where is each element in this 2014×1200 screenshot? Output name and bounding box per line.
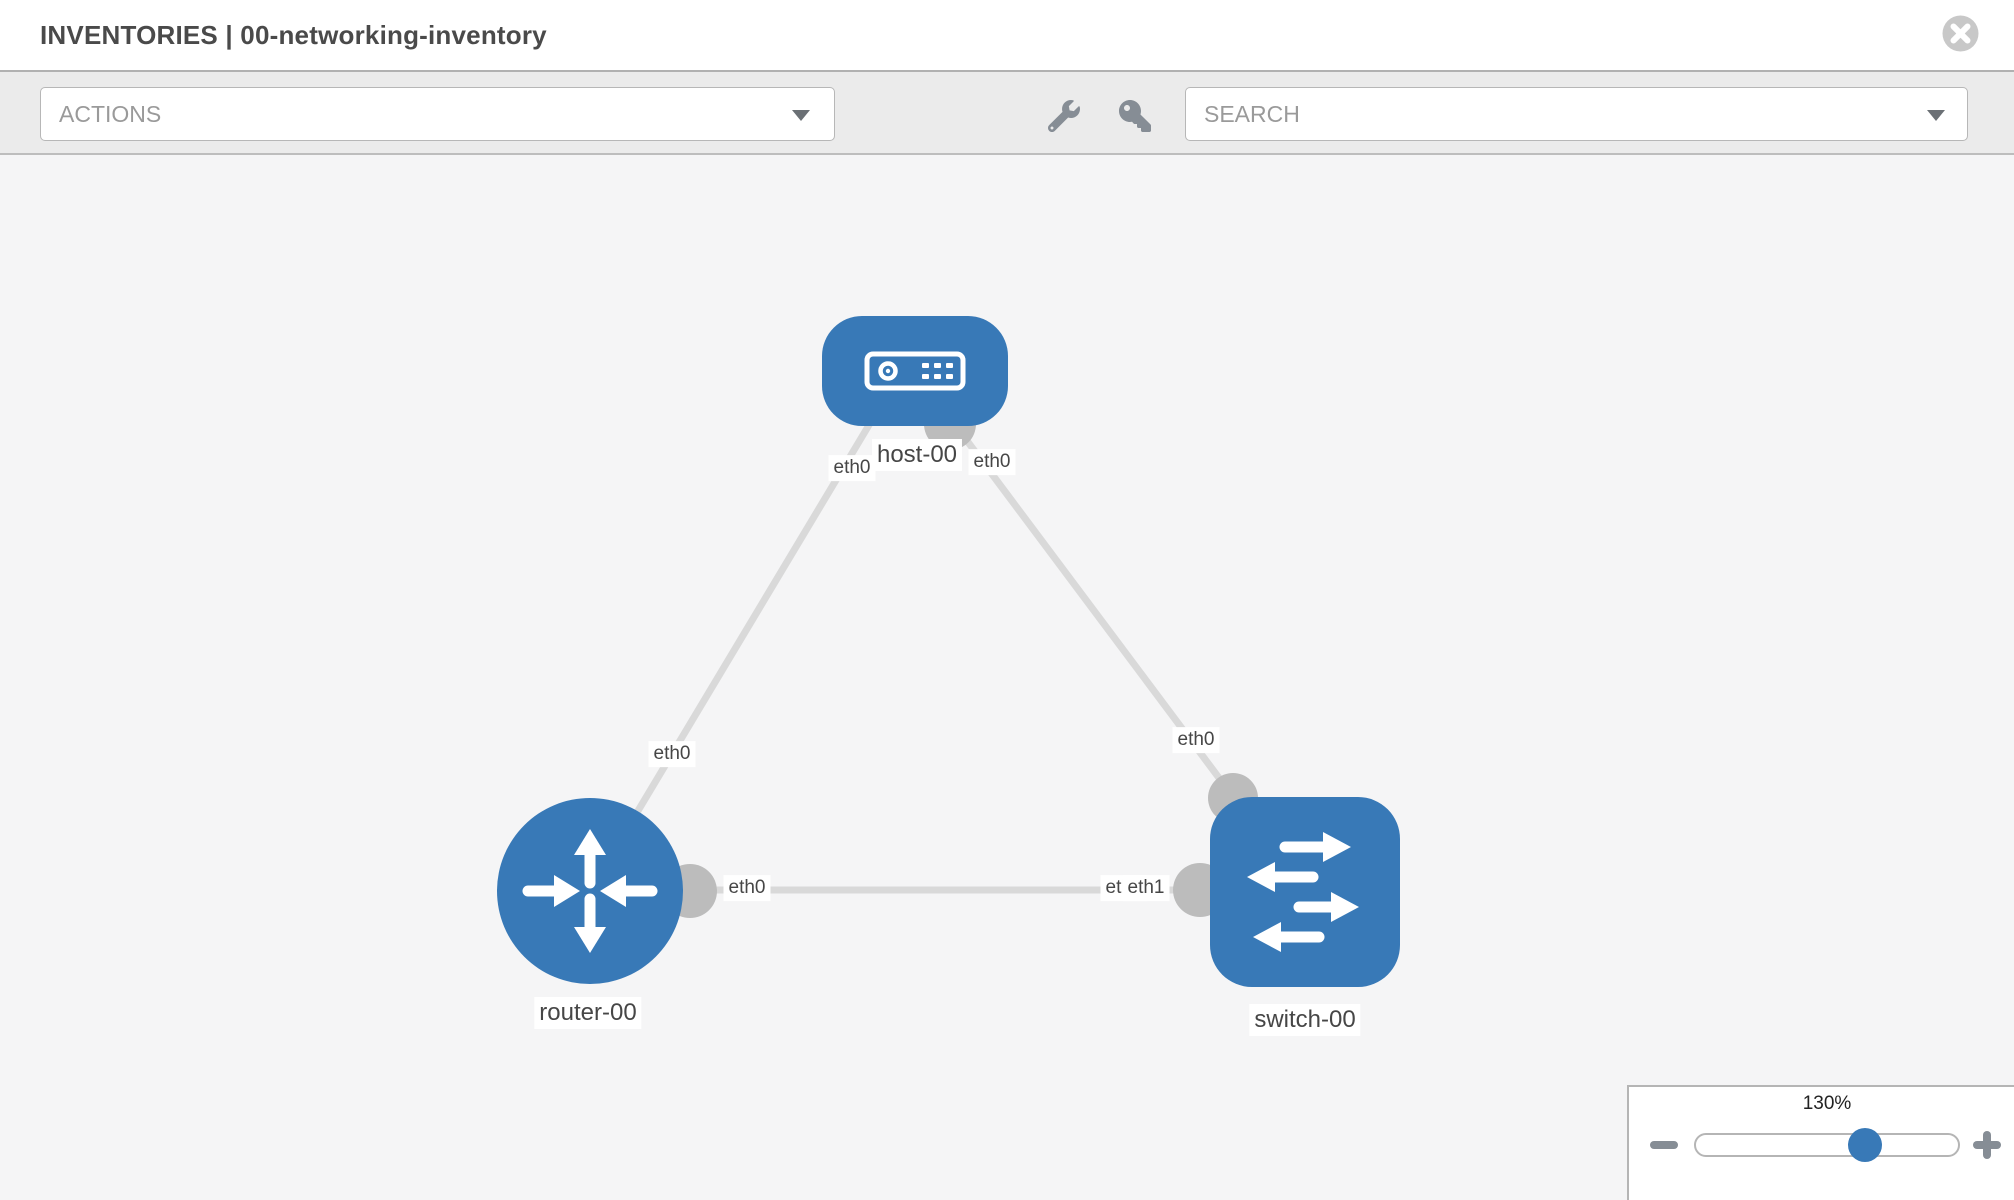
node-switch-00[interactable] — [1210, 797, 1400, 987]
switch-arrows-icon — [1247, 832, 1359, 952]
wrench-icon[interactable] — [1048, 100, 1080, 132]
if-label-router-link-eth0: eth0 — [648, 741, 696, 767]
host-device-icon — [864, 351, 966, 391]
page-title: INVENTORIES | 00-networking-inventory — [40, 20, 547, 50]
caret-down-icon — [1927, 110, 1945, 121]
node-router-00[interactable] — [497, 798, 683, 984]
node-label-switch-00: switch-00 — [1249, 1004, 1361, 1036]
node-host-00[interactable] — [822, 316, 1008, 426]
interface-connectors — [663, 398, 1258, 918]
router-arrows-icon — [522, 829, 658, 953]
if-label-switch-link-eth0: eth0 — [1172, 727, 1220, 753]
topology-canvas[interactable]: host-00 router-00 switch-00 eth0 eth0 et… — [0, 155, 2014, 1200]
actions-dropdown-label: ACTIONS — [59, 101, 162, 127]
search-dropdown[interactable]: SEARCH — [1185, 87, 1968, 141]
zoom-out-minus-icon[interactable] — [1650, 1141, 1678, 1149]
actions-dropdown[interactable]: ACTIONS — [40, 87, 835, 141]
zoom-slider-track[interactable] — [1694, 1133, 1960, 1157]
if-label-host-eth0-left: eth0 — [828, 455, 876, 481]
header: INVENTORIES | 00-networking-inventory — [0, 0, 2014, 70]
close-icon[interactable] — [1942, 15, 1979, 52]
node-label-router-00: router-00 — [534, 997, 642, 1029]
caret-down-icon — [792, 110, 810, 121]
if-label-host-eth0-right: eth0 — [968, 449, 1016, 475]
zoom-panel: 130% — [1627, 1085, 2014, 1200]
node-label-host-00: host-00 — [871, 439, 963, 471]
if-label-router-eth0: eth0 — [723, 875, 771, 901]
zoom-level-value: 130% — [1802, 1093, 1852, 1114]
toolbar: ACTIONS SEARCH — [0, 70, 2014, 155]
zoom-in-plus-icon[interactable] — [1971, 1129, 2003, 1161]
search-dropdown-label: SEARCH — [1204, 101, 1300, 127]
if-label-switch-eth1: eth1 — [1122, 875, 1170, 901]
plus-bar-vertical — [1983, 1131, 1991, 1159]
topology-links — [586, 415, 1240, 894]
zoom-slider-thumb[interactable] — [1848, 1128, 1882, 1162]
key-icon[interactable] — [1119, 100, 1151, 132]
